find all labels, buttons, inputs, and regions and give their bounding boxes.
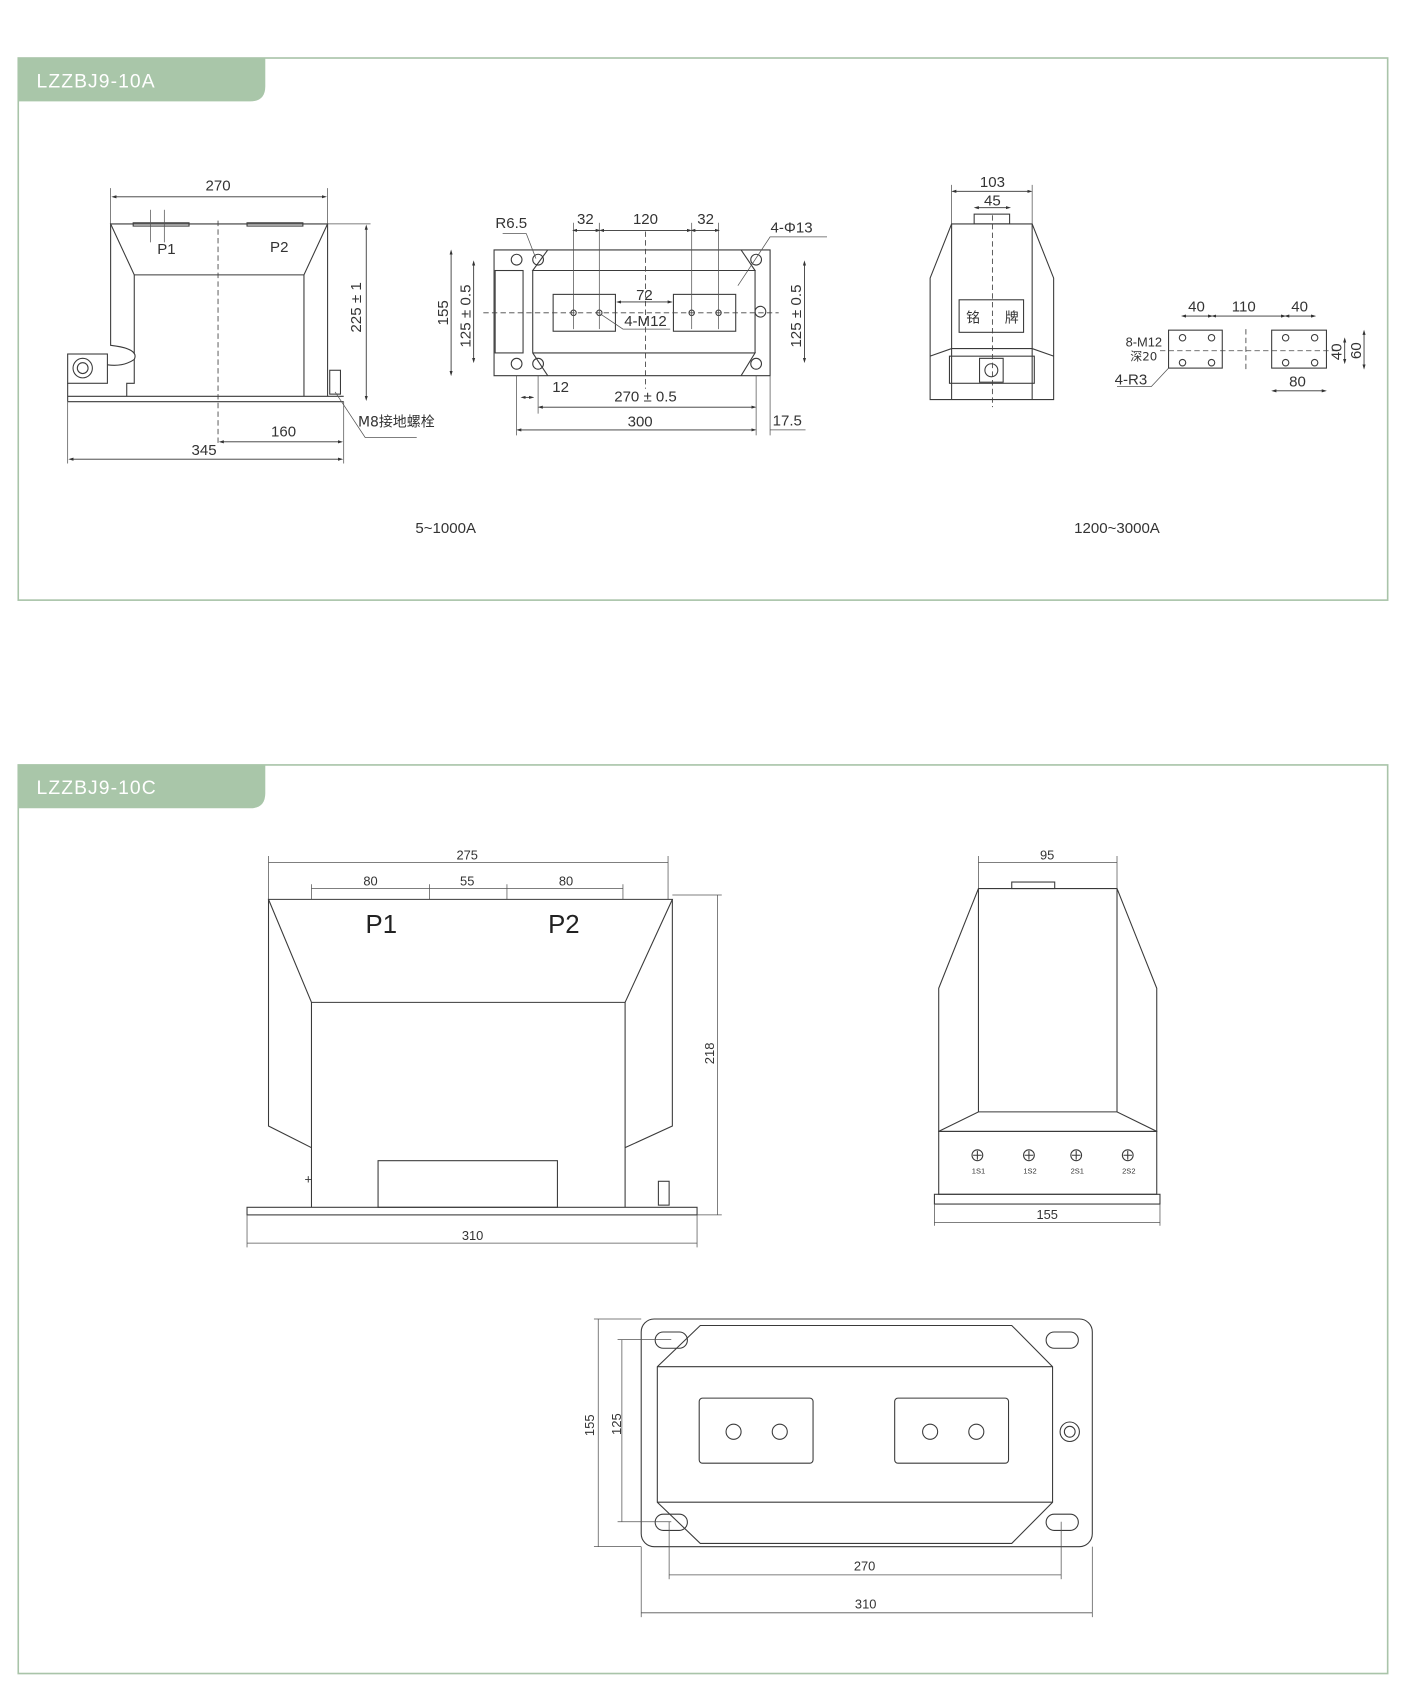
ground-mark-icon: +	[304, 1171, 312, 1186]
dim-40-right: 40	[1291, 299, 1308, 316]
dim-pitch-right: 125 ± 0.5	[788, 284, 805, 347]
nameplate-char-1: 铭	[966, 311, 980, 327]
side-view-10a: 103 45 铭 牌	[929, 174, 1055, 408]
dim-side-top: 45	[984, 192, 1001, 209]
thread-label: 4-M12	[624, 313, 667, 330]
front-view-10a: 270 P1 P2 225 ± 1 M8接地螺栓 160 34	[67, 177, 435, 464]
dim-32-left: 32	[577, 211, 594, 228]
side-view-10c: 95 1S1 1S2 2S1 2S2 155	[933, 847, 1161, 1226]
dim-32-right: 32	[697, 211, 714, 228]
caption-5-1000a: 5~1000A	[415, 520, 476, 537]
dim-218: 218	[702, 1042, 717, 1064]
dim-12: 12	[552, 379, 569, 396]
dim-155-vertical: 155	[582, 1414, 597, 1436]
bottom-view-10c: 155 125 270 310	[582, 1318, 1093, 1618]
dim-95: 95	[1040, 847, 1054, 862]
dim-310: 310	[462, 1228, 483, 1243]
label-p1: P1	[157, 241, 175, 258]
ground-bolt-label: M8接地螺栓	[358, 414, 435, 431]
dim-60: 60	[1348, 342, 1365, 359]
dim-40-vertical: 40	[1329, 343, 1346, 360]
dim-155: 155	[1036, 1207, 1057, 1222]
nameplate-char-2: 牌	[1005, 310, 1019, 327]
dim-length: 300	[628, 414, 653, 431]
terminal-label-1s2: 1S2	[1023, 1167, 1036, 1176]
depth-label: 深20	[1130, 349, 1157, 363]
dim-80-left: 80	[363, 873, 377, 888]
panel-tab	[18, 58, 266, 102]
secondary-terminals: 1S1 1S2 2S1 2S2	[971, 1149, 1136, 1176]
panel-lzzbj9-10a: LZZBJ9-10A 270 P1 P2 225 ± 1 M8接地	[17, 57, 1389, 601]
label-p2: P2	[270, 239, 288, 256]
dim-80: 80	[1289, 373, 1306, 390]
panel-lzzbj9-10c: LZZBJ9-10C 275 80 55 80 + P1 P2 218 3	[17, 764, 1389, 1675]
label-p1: P1	[366, 911, 398, 939]
caption-1200-3000a: 1200~3000A	[1074, 520, 1161, 537]
terminal-label-2s1: 2S1	[1071, 1167, 1084, 1176]
front-view-10c: 275 80 55 80 + P1 P2 218 310	[246, 847, 722, 1248]
panel-tab	[18, 764, 266, 809]
dim-side-width: 103	[980, 174, 1005, 191]
label-p2: P2	[548, 911, 580, 939]
panel-title: LZZBJ9-10A	[37, 70, 156, 92]
panel-border	[17, 764, 1389, 1675]
dim-275: 275	[456, 847, 477, 862]
dim-width: 270	[205, 177, 230, 194]
dim-40-left: 40	[1188, 299, 1205, 316]
dim-80-right: 80	[559, 873, 573, 888]
dim-55: 55	[460, 873, 474, 888]
dim-72: 72	[636, 287, 653, 304]
panel-border	[17, 57, 1389, 601]
dim-hole-span: 270 ± 0.5	[614, 389, 677, 406]
dim-holes: 4-Φ13	[771, 220, 813, 237]
dim-125: 125	[609, 1413, 624, 1435]
dim-base: 345	[192, 442, 217, 459]
panel-title: LZZBJ9-10C	[37, 777, 157, 799]
terminal-label-1s1: 1S1	[972, 1167, 985, 1176]
thread-label-8m12: 8-M12	[1126, 334, 1162, 349]
dim-margin: 17.5	[773, 413, 802, 430]
dim-270: 270	[854, 1558, 875, 1573]
dim-height: 225 ± 1	[348, 282, 365, 332]
dim-radius: R6.5	[495, 215, 527, 232]
dim-offset: 160	[271, 423, 296, 440]
terminal-pattern: 40 110 40 8-M12 深20 4-R3 40 60 80	[1115, 299, 1366, 393]
dim-pitch-left: 125 ± 0.5	[457, 284, 474, 347]
dim-120: 120	[633, 211, 658, 228]
top-view-10a: R6.5 32 120 32 4-Φ13 155 125 ± 0.5 72 4-…	[435, 211, 828, 436]
dim-110: 110	[1232, 299, 1256, 316]
dim-depth: 155	[435, 300, 452, 325]
dim-310-bottom: 310	[855, 1596, 876, 1611]
radius-label: 4-R3	[1115, 371, 1148, 388]
terminal-label-2s2: 2S2	[1122, 1167, 1135, 1176]
